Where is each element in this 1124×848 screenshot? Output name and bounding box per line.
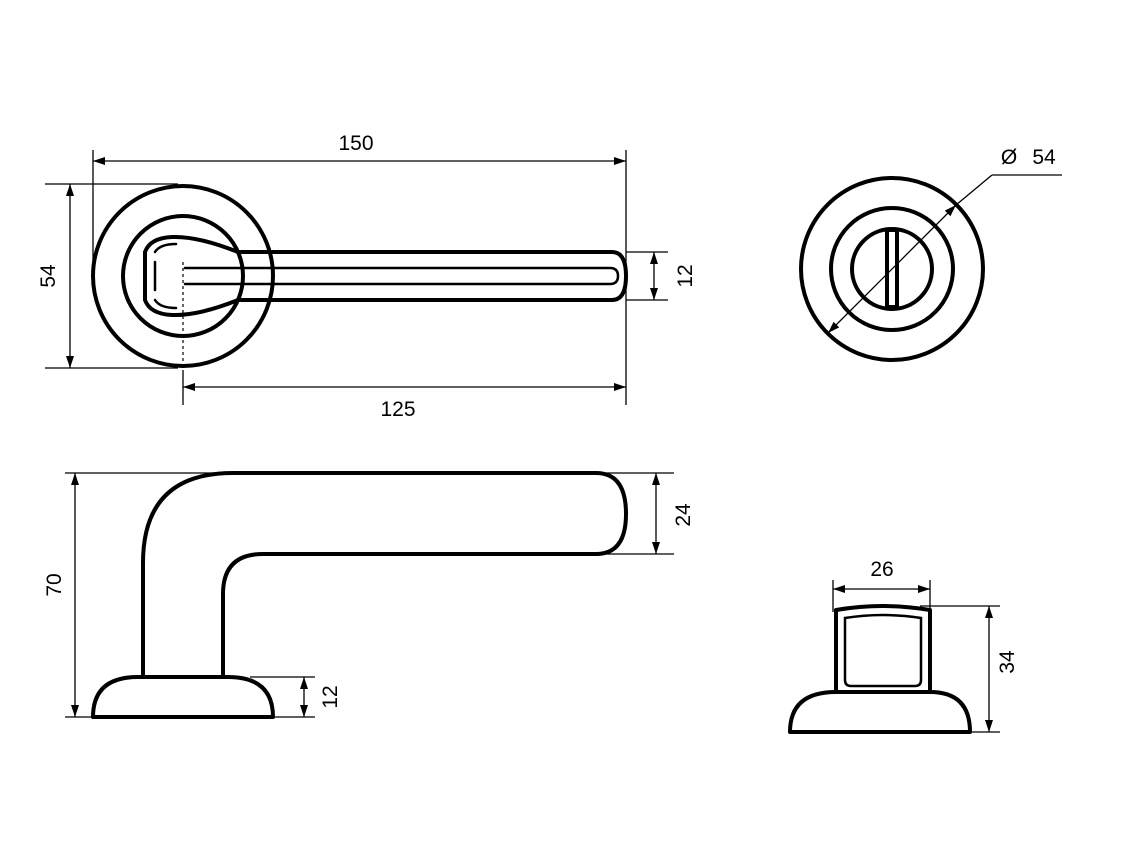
dim-label-26: 26 (870, 558, 893, 581)
dim-label-54: 54 (37, 264, 60, 288)
lever-neck-inner (153, 242, 178, 310)
turn-knob-inner (843, 613, 923, 688)
dim-label-125: 125 (380, 398, 415, 421)
dim-label-34: 34 (996, 650, 1019, 674)
dim-label-150: 150 (338, 132, 373, 155)
lever-groove (183, 266, 620, 286)
lever-side-profile (141, 471, 628, 679)
lever-neck (143, 234, 240, 318)
leader-line-diameter (955, 174, 993, 206)
turn-knob-side (834, 604, 932, 694)
dim-label-diameter: 54 (1032, 146, 1056, 169)
dim-line-diameter (827, 204, 957, 334)
diameter-symbol: Ø (1001, 146, 1017, 169)
dim-label-12-rose: 12 (319, 685, 342, 708)
handle-front-view: 150 54 12 125 (37, 132, 697, 421)
turn-rose-outer (799, 176, 985, 362)
turn-side-view: 26 34 (788, 558, 1019, 734)
handle-side-view: 70 24 12 (43, 471, 695, 719)
lever-bar (236, 250, 628, 302)
dim-label-70: 70 (43, 573, 66, 596)
turn-rose-side (788, 690, 972, 734)
dim-label-24: 24 (672, 503, 695, 527)
dim-label-12-lever: 12 (674, 264, 697, 287)
turn-front-view: Ø 54 (799, 146, 1062, 362)
rose-side-profile (91, 675, 275, 719)
